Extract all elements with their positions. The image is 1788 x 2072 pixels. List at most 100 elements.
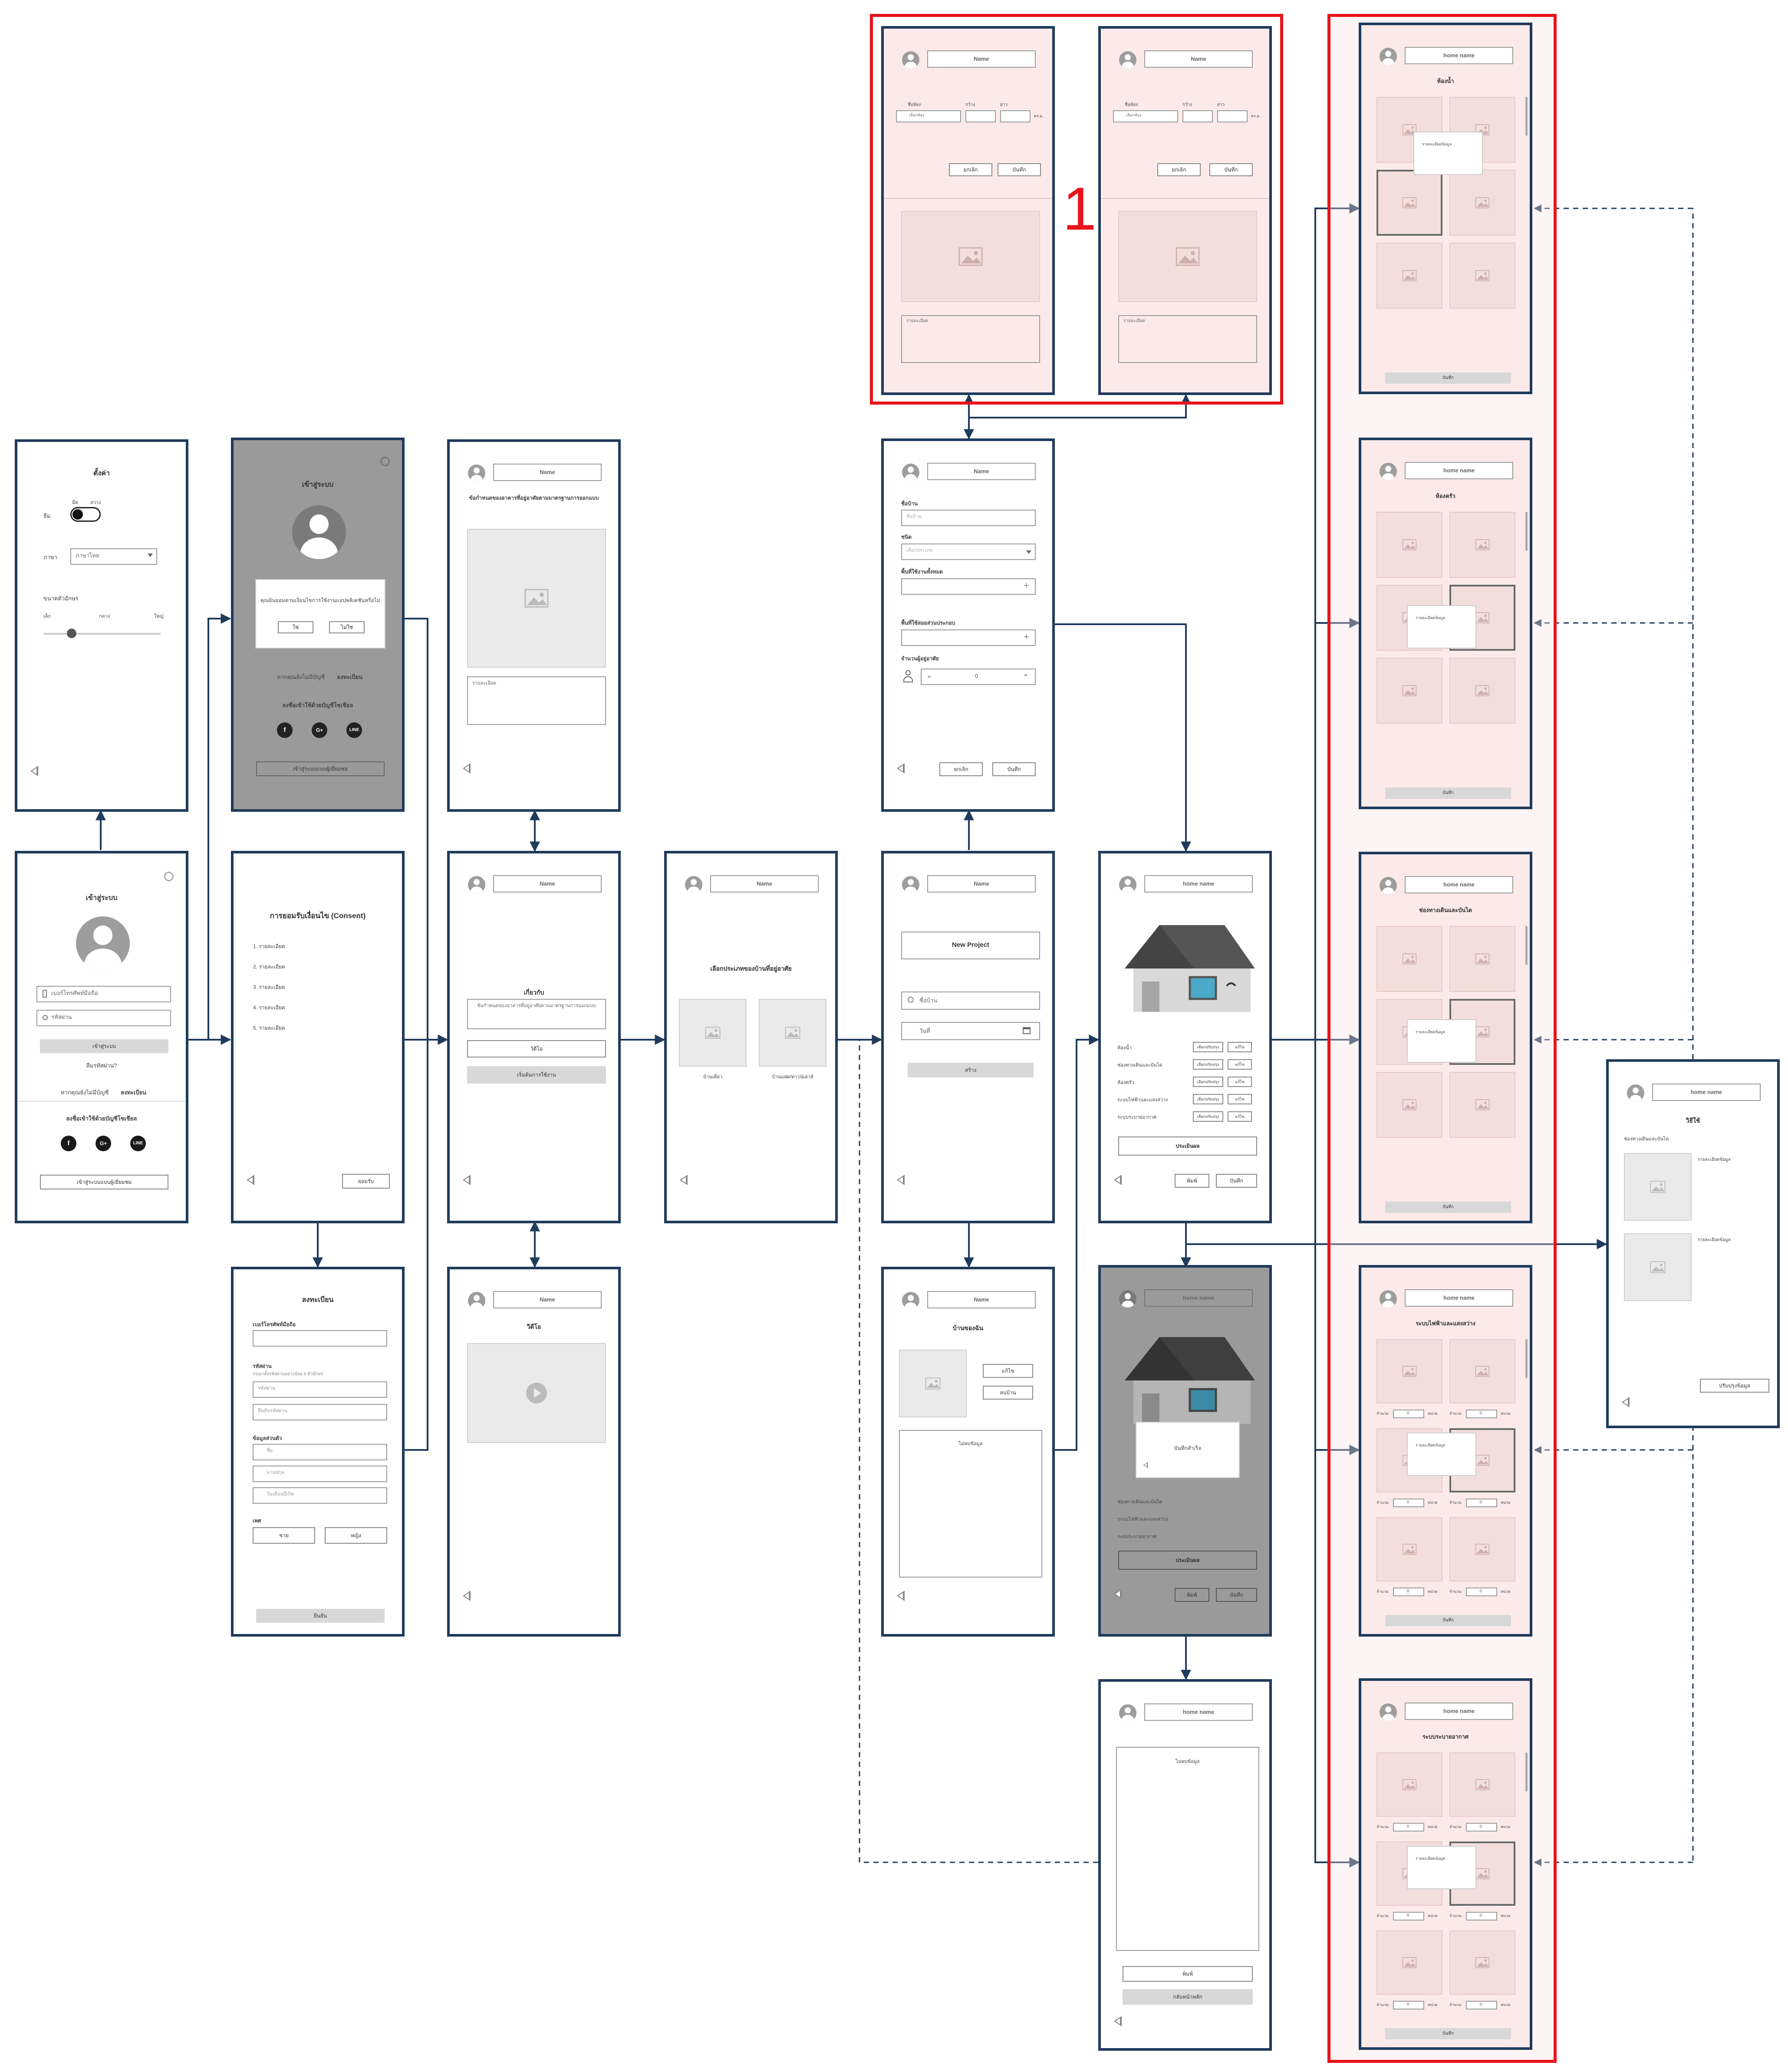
quantity-stepper[interactable]: [1466, 1410, 1497, 1418]
save-button[interactable]: บันทึก: [992, 762, 1036, 776]
menu-item-check-button[interactable]: เลือกปรับปรุง: [1193, 1042, 1223, 1052]
quantity-stepper[interactable]: [1393, 1410, 1424, 1418]
menu-item-check-button[interactable]: เลือกปรับปรุง: [1193, 1094, 1223, 1104]
accept-button[interactable]: ยอมรับ: [342, 1174, 390, 1189]
option-image[interactable]: [1449, 170, 1515, 236]
back-icon[interactable]: [680, 1175, 688, 1185]
font-size-slider-handle[interactable]: [67, 629, 76, 638]
option-image[interactable]: [1449, 926, 1515, 992]
chevron-up-icon[interactable]: ⌃: [1023, 674, 1029, 681]
google-plus-icon[interactable]: G+: [95, 1136, 111, 1151]
option-image[interactable]: [1376, 512, 1442, 578]
option-image[interactable]: [1449, 1072, 1515, 1138]
menu-item-edit-button[interactable]: แก้ไข: [1228, 1094, 1252, 1104]
birthdate-input[interactable]: วันเดือนปีเกิด: [253, 1487, 387, 1504]
chevron-down-icon[interactable]: ⌄: [926, 672, 932, 679]
usable-area-input[interactable]: [901, 629, 1036, 646]
width-input[interactable]: [1182, 110, 1213, 122]
save-button[interactable]: บันทึก: [1385, 372, 1511, 384]
save-button[interactable]: บันทึก: [998, 163, 1041, 176]
option-image[interactable]: [1376, 1930, 1442, 1995]
menu-item-edit-button[interactable]: แก้ไข: [1228, 1059, 1252, 1070]
back-icon[interactable]: [463, 1591, 471, 1601]
forgot-password-link[interactable]: ลืมรหัสผ่าน?: [86, 1062, 117, 1069]
menu-item-edit-button[interactable]: แก้ไข: [1228, 1111, 1252, 1122]
area-input[interactable]: [901, 578, 1036, 595]
option-image[interactable]: [1376, 658, 1442, 724]
house-type-option-single[interactable]: [679, 999, 747, 1067]
quantity-stepper[interactable]: [1466, 1823, 1497, 1832]
option-image[interactable]: [1449, 512, 1515, 578]
video-button[interactable]: วิดีโอ: [467, 1040, 606, 1057]
gender-female-button[interactable]: หญิง: [325, 1527, 387, 1544]
scrollbar[interactable]: [1525, 1752, 1528, 1792]
back-icon[interactable]: [1622, 1397, 1630, 1407]
first-name-input[interactable]: ชื่อ: [253, 1444, 387, 1460]
update-data-button[interactable]: ปรับปรุงข้อมูล: [1700, 1379, 1769, 1393]
quantity-stepper[interactable]: [1393, 2001, 1424, 2009]
save-button[interactable]: บันทึก: [1385, 787, 1511, 799]
length-input[interactable]: [1000, 110, 1031, 122]
house-name-input[interactable]: ชื่อบ้าน: [901, 510, 1036, 526]
password-input[interactable]: รหัสผ่าน: [36, 1010, 171, 1026]
add-icon[interactable]: +: [1024, 631, 1029, 642]
room-select[interactable]: เลือกห้อง: [896, 110, 961, 122]
option-image[interactable]: [1376, 1339, 1442, 1403]
back-icon[interactable]: [247, 1175, 254, 1185]
cancel-button[interactable]: ยกเลิก: [939, 762, 983, 776]
cancel-button[interactable]: ยกเลิก: [949, 163, 992, 176]
delete-house-button[interactable]: ลบบ้าน: [983, 1386, 1033, 1400]
facebook-icon[interactable]: f: [61, 1136, 76, 1151]
option-image[interactable]: [1376, 1072, 1442, 1138]
menu-item-check-button[interactable]: เลือกปรับปรุง: [1193, 1059, 1223, 1070]
scrollbar[interactable]: [1525, 512, 1528, 551]
language-select[interactable]: ภาษาไทย: [70, 548, 157, 565]
start-button[interactable]: เริ่มต้นการใช้งาน: [467, 1066, 606, 1084]
theme-toggle[interactable]: [70, 507, 101, 522]
type-select[interactable]: เลือกประเภท: [901, 544, 1036, 560]
password-input[interactable]: รหัสผ่าน: [253, 1381, 387, 1398]
back-icon[interactable]: [1114, 1175, 1122, 1185]
scrollbar[interactable]: [1525, 1339, 1528, 1378]
back-icon[interactable]: [897, 1175, 905, 1185]
house-type-option-twin[interactable]: [759, 999, 826, 1067]
back-icon[interactable]: [897, 1591, 905, 1601]
save-button[interactable]: บันทึก: [1385, 1202, 1511, 1213]
quantity-stepper[interactable]: [1466, 1499, 1497, 1507]
create-button[interactable]: สร้าง: [908, 1063, 1034, 1077]
quantity-stepper[interactable]: [1466, 1912, 1497, 1920]
menu-item-edit-button[interactable]: แก้ไข: [1228, 1077, 1252, 1087]
evaluate-button[interactable]: ประเมินผล: [1118, 1136, 1257, 1156]
residents-stepper[interactable]: [921, 669, 1036, 685]
option-image[interactable]: [1449, 1930, 1515, 1995]
width-input[interactable]: [965, 110, 996, 122]
last-name-input[interactable]: นามสกุล: [253, 1466, 387, 1482]
dialog-no-button[interactable]: ไม่ใช่: [329, 621, 365, 633]
register-link[interactable]: ลงทะเบียน: [121, 1089, 147, 1096]
gender-male-button[interactable]: ชาย: [253, 1527, 315, 1544]
save-button[interactable]: บันทึก: [1216, 1174, 1257, 1188]
back-icon[interactable]: [463, 1175, 471, 1185]
calendar-icon[interactable]: [1023, 1027, 1031, 1034]
save-button[interactable]: บันทึก: [1385, 1615, 1511, 1626]
gear-icon[interactable]: [164, 872, 174, 881]
room-select[interactable]: เลือกห้อง: [1113, 110, 1178, 122]
menu-item-check-button[interactable]: เลือกปรับปรุง: [1193, 1111, 1223, 1122]
line-icon[interactable]: LINE: [130, 1136, 146, 1151]
save-button[interactable]: บันทึก: [1385, 2028, 1511, 2039]
quantity-stepper[interactable]: [1466, 2001, 1497, 2009]
menu-item-check-button[interactable]: เลือกปรับปรุง: [1193, 1077, 1223, 1087]
quantity-stepper[interactable]: [1393, 1912, 1424, 1920]
play-icon[interactable]: [526, 1382, 547, 1404]
scrollbar[interactable]: [1525, 926, 1528, 965]
back-icon[interactable]: [30, 766, 38, 776]
confirm-password-input[interactable]: ยืนยันรหัสผ่าน: [253, 1404, 387, 1420]
new-project-title[interactable]: New Project: [901, 932, 1040, 959]
quantity-stepper[interactable]: [1393, 1823, 1424, 1832]
date-input[interactable]: วันที่: [901, 1022, 1040, 1040]
back-icon[interactable]: [1143, 1462, 1148, 1469]
edit-house-button[interactable]: แก้ไข: [983, 1364, 1033, 1378]
quantity-stepper[interactable]: [1393, 1588, 1424, 1596]
option-image[interactable]: [1376, 243, 1442, 309]
print-button[interactable]: พิมพ์: [1175, 1174, 1209, 1188]
